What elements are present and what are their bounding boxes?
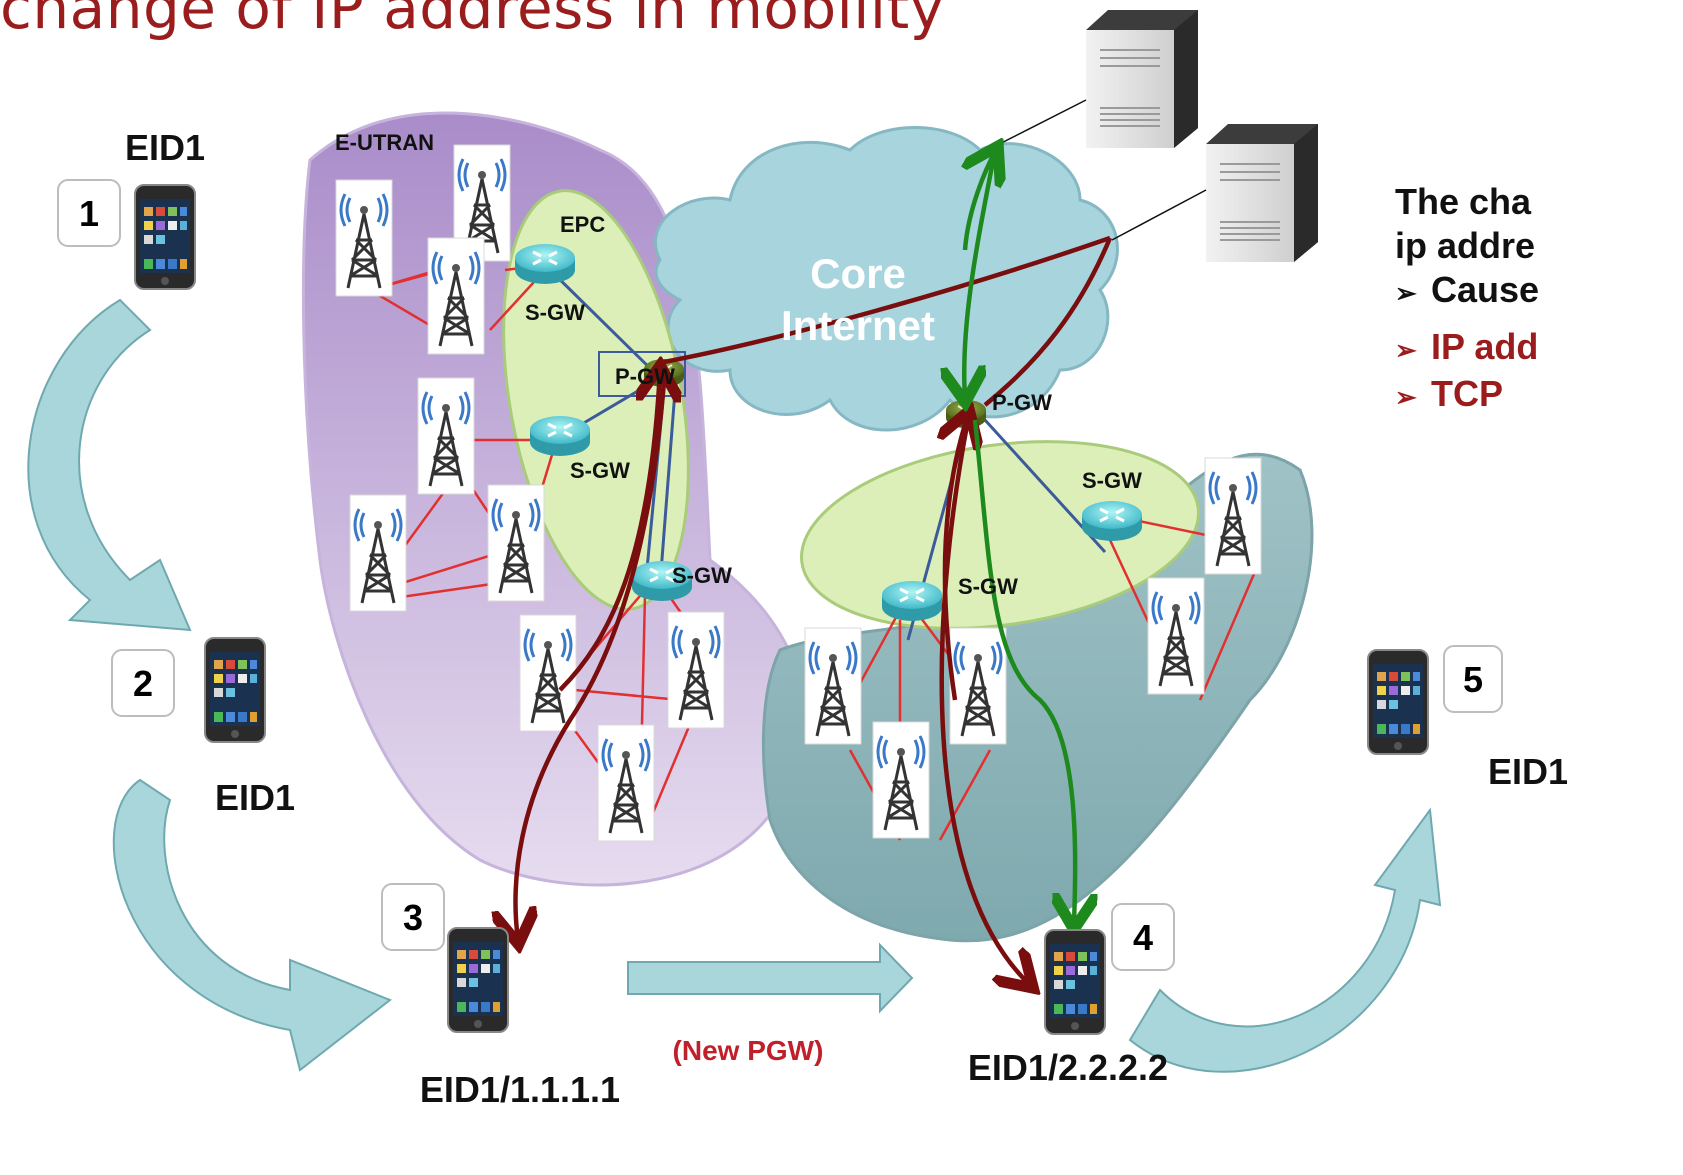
side-line-1: The cha (1395, 181, 1532, 222)
sgw-label: S-GW (570, 458, 630, 483)
sgw-label: S-GW (525, 300, 585, 325)
step-badge-3: 3 (381, 883, 445, 951)
tower-icon (803, 626, 863, 746)
new-pgw-label: (New PGW) (673, 1035, 824, 1066)
sgw-router-icon (513, 242, 577, 286)
move-arrow-1-2 (27, 298, 192, 632)
sgw-label: S-GW (1082, 468, 1142, 493)
step-caption-1: EID1 (125, 127, 205, 168)
core-internet-label: Internet (781, 302, 935, 349)
tower-icon (426, 236, 486, 356)
step-caption-5: EID1 (1488, 751, 1568, 792)
old-path-down (516, 379, 667, 940)
tower-icon (416, 376, 476, 496)
svg-text:1: 1 (79, 193, 99, 234)
phone-icon (447, 927, 509, 1033)
move-arrow-3-4 (627, 942, 914, 1014)
side-line-2: ip addre (1395, 225, 1536, 266)
eutran-label: E-UTRAN (335, 130, 434, 155)
server-link (1111, 189, 1207, 241)
old-path (663, 235, 1111, 365)
bullet-item: ➢Cause (1395, 268, 1539, 315)
move-arrow-2-3 (112, 778, 392, 1072)
step-caption-2: EID1 (215, 777, 295, 818)
move-arrow-4-5 (1128, 807, 1442, 1073)
phone-icon (1044, 929, 1106, 1035)
step-badge-1: 1 (57, 179, 121, 247)
new-path-up (945, 415, 968, 701)
sgw-label: S-GW (672, 563, 732, 588)
pgw-label: P-GW (615, 364, 675, 389)
svg-text:4: 4 (1133, 917, 1153, 958)
movement-arrows (27, 298, 1442, 1073)
phone-icon (134, 184, 196, 290)
svg-text:3: 3 (403, 897, 423, 938)
step-badge-2: 2 (111, 649, 175, 717)
svg-text:2: 2 (133, 663, 153, 704)
step-caption-3: EID1/1.1.1.1 (420, 1069, 620, 1110)
tower-icon (348, 493, 408, 613)
tower-icon (596, 723, 656, 843)
phone-icon (204, 637, 266, 743)
tower-icon (666, 610, 726, 730)
tower-icon (871, 720, 931, 840)
tower-icon (334, 178, 394, 298)
cloud-core-internet (653, 126, 1119, 432)
sgw-label: S-GW (958, 574, 1018, 599)
pgw-label: P-GW (992, 390, 1052, 415)
old-path (983, 237, 1113, 407)
tower-icon (948, 626, 1008, 746)
sgw-router-icon (880, 579, 944, 623)
tower-icon (518, 613, 578, 733)
core-internet-label: Core (810, 250, 906, 297)
bullet-arrow-icon: ➢ (1395, 278, 1417, 308)
step-badge-4: 4 (1111, 903, 1175, 971)
server-icon (1085, 9, 1199, 149)
step-badge-5: 5 (1443, 645, 1503, 713)
sgw-router-icon (1080, 499, 1144, 543)
new-path-down (939, 419, 1030, 985)
phone-icon (1367, 649, 1429, 755)
bullet-arrow-icon: ➢ (1395, 382, 1417, 412)
tower-icon (1203, 456, 1263, 576)
sgw-router-icon (528, 414, 592, 458)
side-notes: The cha ip addre ➢Cause ➢IP add ➢TCP (1395, 180, 1539, 419)
bullet-arrow-icon: ➢ (1395, 335, 1417, 365)
green-path-ue (972, 419, 1075, 925)
old-path-up (558, 370, 660, 692)
step-caption-4: EID1/2.2.2.2 (968, 1047, 1168, 1088)
server-icon (1205, 123, 1319, 263)
tower-icon (1146, 576, 1206, 696)
epc-region-right (800, 440, 1200, 630)
bullet-item: ➢IP add (1395, 325, 1539, 372)
slide-title: change of IP address in mobility (0, 0, 945, 42)
svg-text:5: 5 (1463, 659, 1483, 700)
green-path-up (965, 150, 996, 251)
bullet-item: ➢TCP (1395, 372, 1539, 419)
epc-label: EPC (560, 212, 605, 237)
tower-icon (486, 483, 546, 603)
